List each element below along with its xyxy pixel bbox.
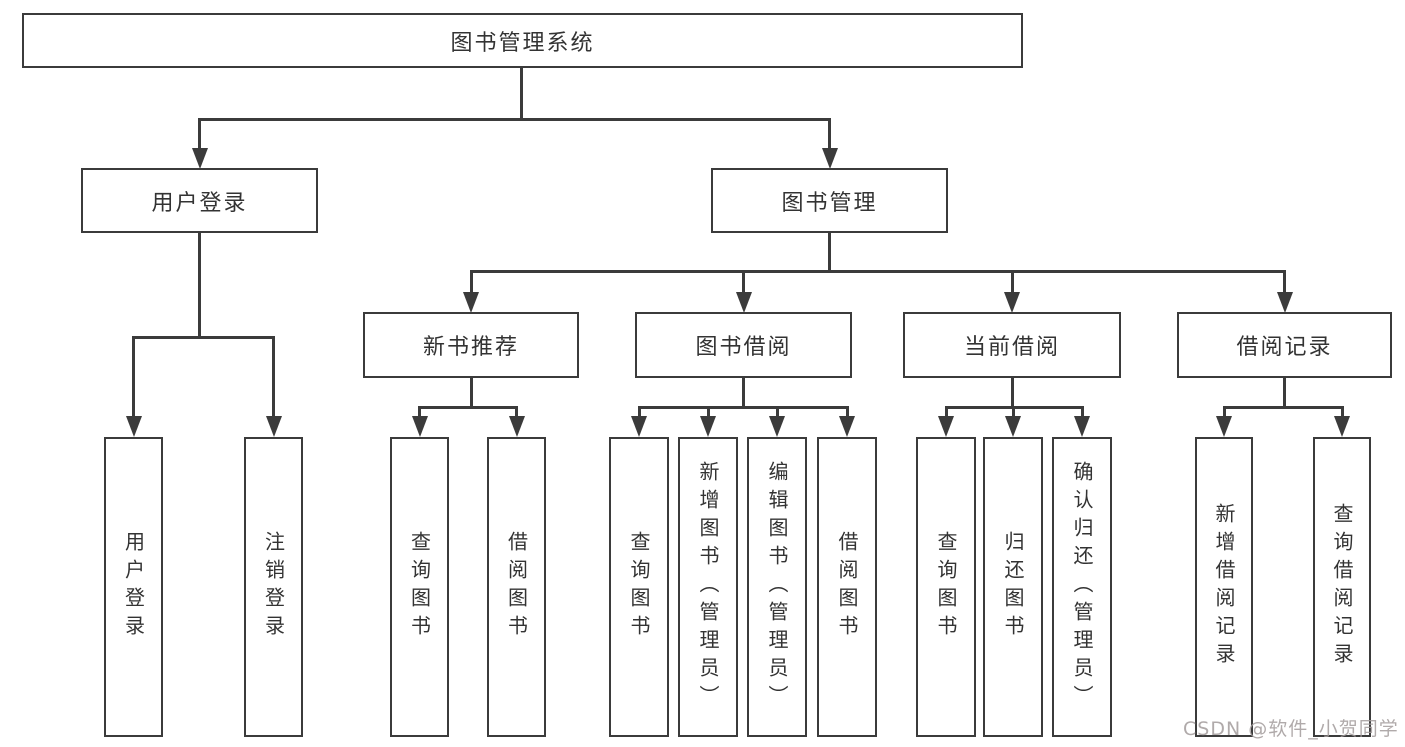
arrow-down-icon — [700, 416, 716, 437]
node-label: 图书管理系统 — [450, 30, 595, 56]
arrow-down-icon — [1005, 416, 1021, 437]
arrow-down-icon — [266, 416, 282, 437]
arrow-down-icon — [1334, 416, 1350, 437]
arrow-down-icon — [412, 416, 428, 437]
leaf-label: 查询图书 — [934, 531, 958, 643]
connector-root-stem — [520, 68, 523, 120]
connector-book-borrow-stem — [742, 378, 745, 408]
node-label: 用户登录 — [151, 190, 248, 216]
connector-drop-user-login — [198, 118, 201, 150]
connector-drop-leaf — [1081, 406, 1084, 418]
arrow-down-icon — [192, 148, 208, 169]
connector-user-login-branch — [132, 336, 274, 339]
node-book-borrowing: 图书借阅 — [635, 312, 852, 378]
connector-borrow-records-branch — [1223, 406, 1342, 409]
node-library-system: 图书管理系统 — [22, 13, 1023, 68]
leaf-query-books-3: 查询图书 — [916, 437, 976, 737]
connector-drop-leaf — [1012, 406, 1015, 418]
leaf-add-borrow-record: 新增借阅记录 — [1195, 437, 1253, 737]
leaf-query-borrow-record: 查询借阅记录 — [1313, 437, 1371, 737]
connector-drop-leaf — [272, 336, 275, 417]
connector-drop-leaf — [1223, 406, 1226, 418]
node-label: 当前借阅 — [963, 335, 1060, 360]
connector-drop-leaf — [638, 406, 641, 418]
connector-book-mgmt-stem — [828, 233, 831, 272]
connector-drop-book-borrow — [742, 270, 745, 294]
leaf-label: 借阅图书 — [835, 531, 859, 643]
leaf-label: 查询图书 — [627, 531, 651, 643]
leaf-logout: 注销登录 — [244, 437, 303, 737]
connector-drop-leaf — [1341, 406, 1344, 418]
connector-drop-borrow-records — [1283, 270, 1286, 294]
connector-drop-leaf — [515, 406, 518, 418]
arrow-down-icon — [1216, 416, 1232, 437]
arrow-down-icon — [938, 416, 954, 437]
connector-user-login-stem — [198, 233, 201, 337]
node-user-login: 用户登录 — [81, 168, 318, 233]
leaf-edit-books-admin: 编辑图书（管理员） — [747, 437, 807, 737]
leaf-return-books: 归还图书 — [983, 437, 1043, 737]
leaf-label: 借阅图书 — [504, 531, 529, 643]
arrow-down-icon — [1277, 292, 1293, 313]
connector-drop-leaf — [707, 406, 710, 418]
leaf-label: 查询借阅记录 — [1330, 503, 1354, 671]
connector-root-branch — [198, 118, 831, 121]
arrow-down-icon — [509, 416, 525, 437]
connector-drop-new-book — [470, 270, 473, 294]
node-label: 图书借阅 — [695, 335, 792, 360]
csdn-watermark: CSDN @软件_小贺同学 — [1183, 718, 1399, 740]
node-label: 图书管理 — [781, 190, 878, 216]
node-new-book-recommend: 新书推荐 — [363, 312, 579, 378]
connector-book-mgmt-branch — [470, 270, 1284, 273]
connector-new-book-branch — [418, 406, 517, 409]
arrow-down-icon — [1074, 416, 1090, 437]
leaf-label: 确认归还（管理员） — [1070, 461, 1094, 713]
node-book-management: 图书管理 — [711, 168, 948, 233]
leaf-add-books-admin: 新增图书（管理员） — [678, 437, 738, 737]
arrow-down-icon — [769, 416, 785, 437]
connector-drop-leaf — [132, 336, 135, 417]
leaf-borrow-books-2: 借阅图书 — [817, 437, 877, 737]
arrow-down-icon — [631, 416, 647, 437]
node-current-borrowing: 当前借阅 — [903, 312, 1121, 378]
arrow-down-icon — [736, 292, 752, 313]
leaf-label: 用户登录 — [121, 531, 146, 643]
connector-current-borrow-stem — [1011, 378, 1014, 408]
leaf-label: 新增图书（管理员） — [696, 461, 720, 713]
arrow-down-icon — [822, 148, 838, 169]
connector-borrow-records-stem — [1283, 378, 1286, 408]
leaf-label: 编辑图书（管理员） — [765, 461, 789, 713]
connector-drop-current-borrow — [1011, 270, 1014, 294]
arrow-down-icon — [1004, 292, 1020, 313]
arrow-down-icon — [839, 416, 855, 437]
connector-drop-book-mgmt — [828, 118, 831, 150]
connector-new-book-stem — [470, 378, 473, 408]
connector-book-borrow-branch — [638, 406, 847, 409]
leaf-query-books: 查询图书 — [390, 437, 449, 737]
node-borrowing-records: 借阅记录 — [1177, 312, 1392, 378]
leaf-label: 注销登录 — [261, 531, 286, 643]
leaf-label: 新增借阅记录 — [1212, 503, 1236, 671]
leaf-label: 归还图书 — [1001, 531, 1025, 643]
arrow-down-icon — [126, 416, 142, 437]
connector-drop-leaf — [776, 406, 779, 418]
node-label: 新书推荐 — [422, 335, 519, 360]
leaf-label: 查询图书 — [407, 531, 432, 643]
node-label: 借阅记录 — [1236, 335, 1333, 360]
arrow-down-icon — [463, 292, 479, 313]
connector-drop-leaf — [418, 406, 421, 418]
leaf-borrow-books: 借阅图书 — [487, 437, 546, 737]
connector-drop-leaf — [846, 406, 849, 418]
connector-drop-leaf — [945, 406, 948, 418]
leaf-query-books-2: 查询图书 — [609, 437, 669, 737]
leaf-confirm-return-admin: 确认归还（管理员） — [1052, 437, 1112, 737]
leaf-user-login: 用户登录 — [104, 437, 163, 737]
